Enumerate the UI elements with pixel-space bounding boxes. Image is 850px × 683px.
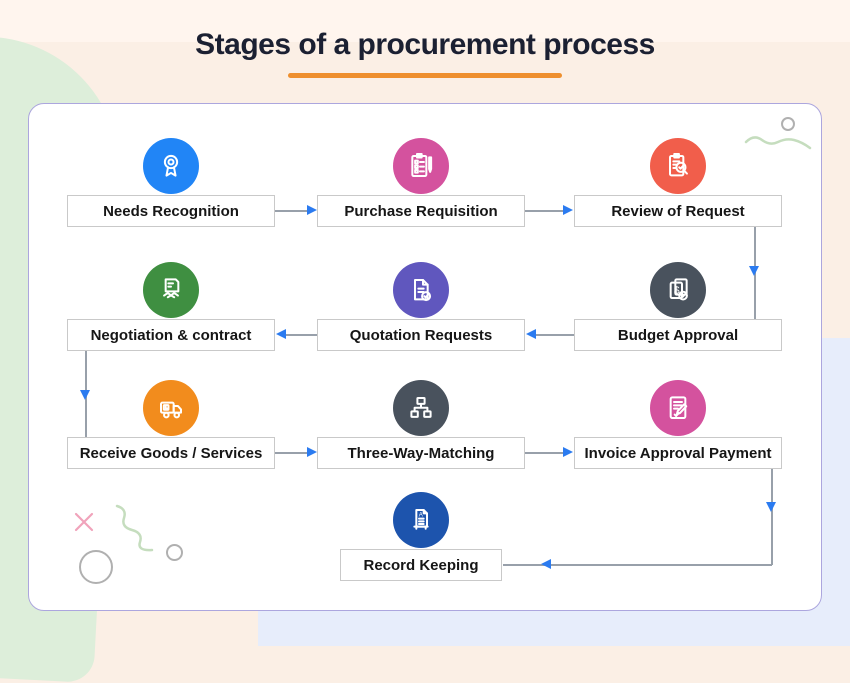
stage-label-text: Purchase Requisition <box>344 202 498 220</box>
stage-node-review-of-request: Review of Request <box>574 138 782 227</box>
stage-label-text: Three-Way-Matching <box>347 444 495 462</box>
svg-text:$: $ <box>674 285 680 296</box>
stage-label-text: Invoice Approval Payment <box>584 444 772 462</box>
clipboard-magnifier-icon <box>650 138 706 194</box>
connector-receive-to-matching <box>275 452 309 454</box>
top-band-decoration <box>0 0 850 42</box>
stage-label: Review of Request <box>574 195 782 227</box>
stage-node-receive-goods-services: Receive Goods / Services <box>67 380 275 469</box>
stage-node-budget-approval: $ Budget Approval <box>574 262 782 351</box>
clipboard-checklist-icon <box>393 138 449 194</box>
stage-node-quotation-requests: Quotation Requests <box>317 262 525 351</box>
connector-requisition-to-review <box>525 210 565 212</box>
stage-label: Three-Way-Matching <box>317 437 525 469</box>
stage-label: Quotation Requests <box>317 319 525 351</box>
record-book-icon: A <box>393 492 449 548</box>
cross-mark-icon <box>74 512 94 532</box>
stage-node-invoice-approval-payment: Invoice Approval Payment <box>574 380 782 469</box>
stage-label: Invoice Approval Payment <box>574 437 782 469</box>
stage-node-needs-recognition: Needs Recognition <box>67 138 275 227</box>
stage-label-text: Needs Recognition <box>103 202 239 220</box>
stage-label: Receive Goods / Services <box>67 437 275 469</box>
arrowhead-left-icon <box>276 329 286 339</box>
stage-label: Needs Recognition <box>67 195 275 227</box>
small-circle-top-right-icon <box>781 117 795 131</box>
arrowhead-right-icon <box>307 447 317 457</box>
connector-needs-to-requisition <box>275 210 309 212</box>
stage-label-text: Record Keeping <box>363 556 479 574</box>
stage-label-text: Review of Request <box>611 202 745 220</box>
arrowhead-left-icon <box>526 329 536 339</box>
stage-label: Record Keeping <box>340 549 502 581</box>
delivery-truck-icon <box>143 380 199 436</box>
stage-node-three-way-matching: Three-Way-Matching <box>317 380 525 469</box>
connector-invoice-to-record <box>503 564 772 566</box>
stage-label: Purchase Requisition <box>317 195 525 227</box>
squiggle-bottom-left-icon <box>115 504 154 552</box>
stage-label-text: Budget Approval <box>617 326 739 344</box>
stage-label-text: Quotation Requests <box>349 326 493 344</box>
arrowhead-left-icon <box>541 559 551 569</box>
title-underline <box>288 73 562 78</box>
arrowhead-down-icon <box>749 266 759 276</box>
stage-label: Budget Approval <box>574 319 782 351</box>
stage-label: Negotiation & contract <box>67 319 275 351</box>
arrowhead-down-icon <box>80 390 90 400</box>
page-title: Stages of a procurement process <box>195 28 655 61</box>
svg-text:A: A <box>419 511 424 518</box>
award-ribbon-icon <box>143 138 199 194</box>
stage-node-negotiation-contract: Negotiation & contract <box>67 262 275 351</box>
connector-invoice-down <box>771 469 773 565</box>
connector-quotation-to-negotiation <box>286 334 317 336</box>
squiggle-top-right-icon <box>744 136 812 150</box>
stage-label-text: Receive Goods / Services <box>79 444 263 462</box>
arrowhead-right-icon <box>563 205 573 215</box>
stage-label-text: Negotiation & contract <box>90 326 252 344</box>
stage-node-purchase-requisition: Purchase Requisition <box>317 138 525 227</box>
stage-node-record-keeping: A Record Keeping <box>340 492 502 581</box>
document-check-icon <box>393 262 449 318</box>
hierarchy-icon <box>393 380 449 436</box>
diagram-panel: Needs Recognition Purchase Requisition R… <box>28 103 822 611</box>
connector-budget-to-quotation <box>536 334 574 336</box>
arrowhead-down-icon <box>766 502 776 512</box>
contract-handshake-icon <box>143 262 199 318</box>
connector-matching-to-invoice <box>525 452 565 454</box>
big-circle-bottom-left-icon <box>79 550 113 584</box>
small-circle-bottom-left-icon <box>166 544 183 561</box>
arrowhead-right-icon <box>563 447 573 457</box>
arrowhead-right-icon <box>307 205 317 215</box>
budget-doc-check-icon: $ <box>650 262 706 318</box>
invoice-pen-icon <box>650 380 706 436</box>
